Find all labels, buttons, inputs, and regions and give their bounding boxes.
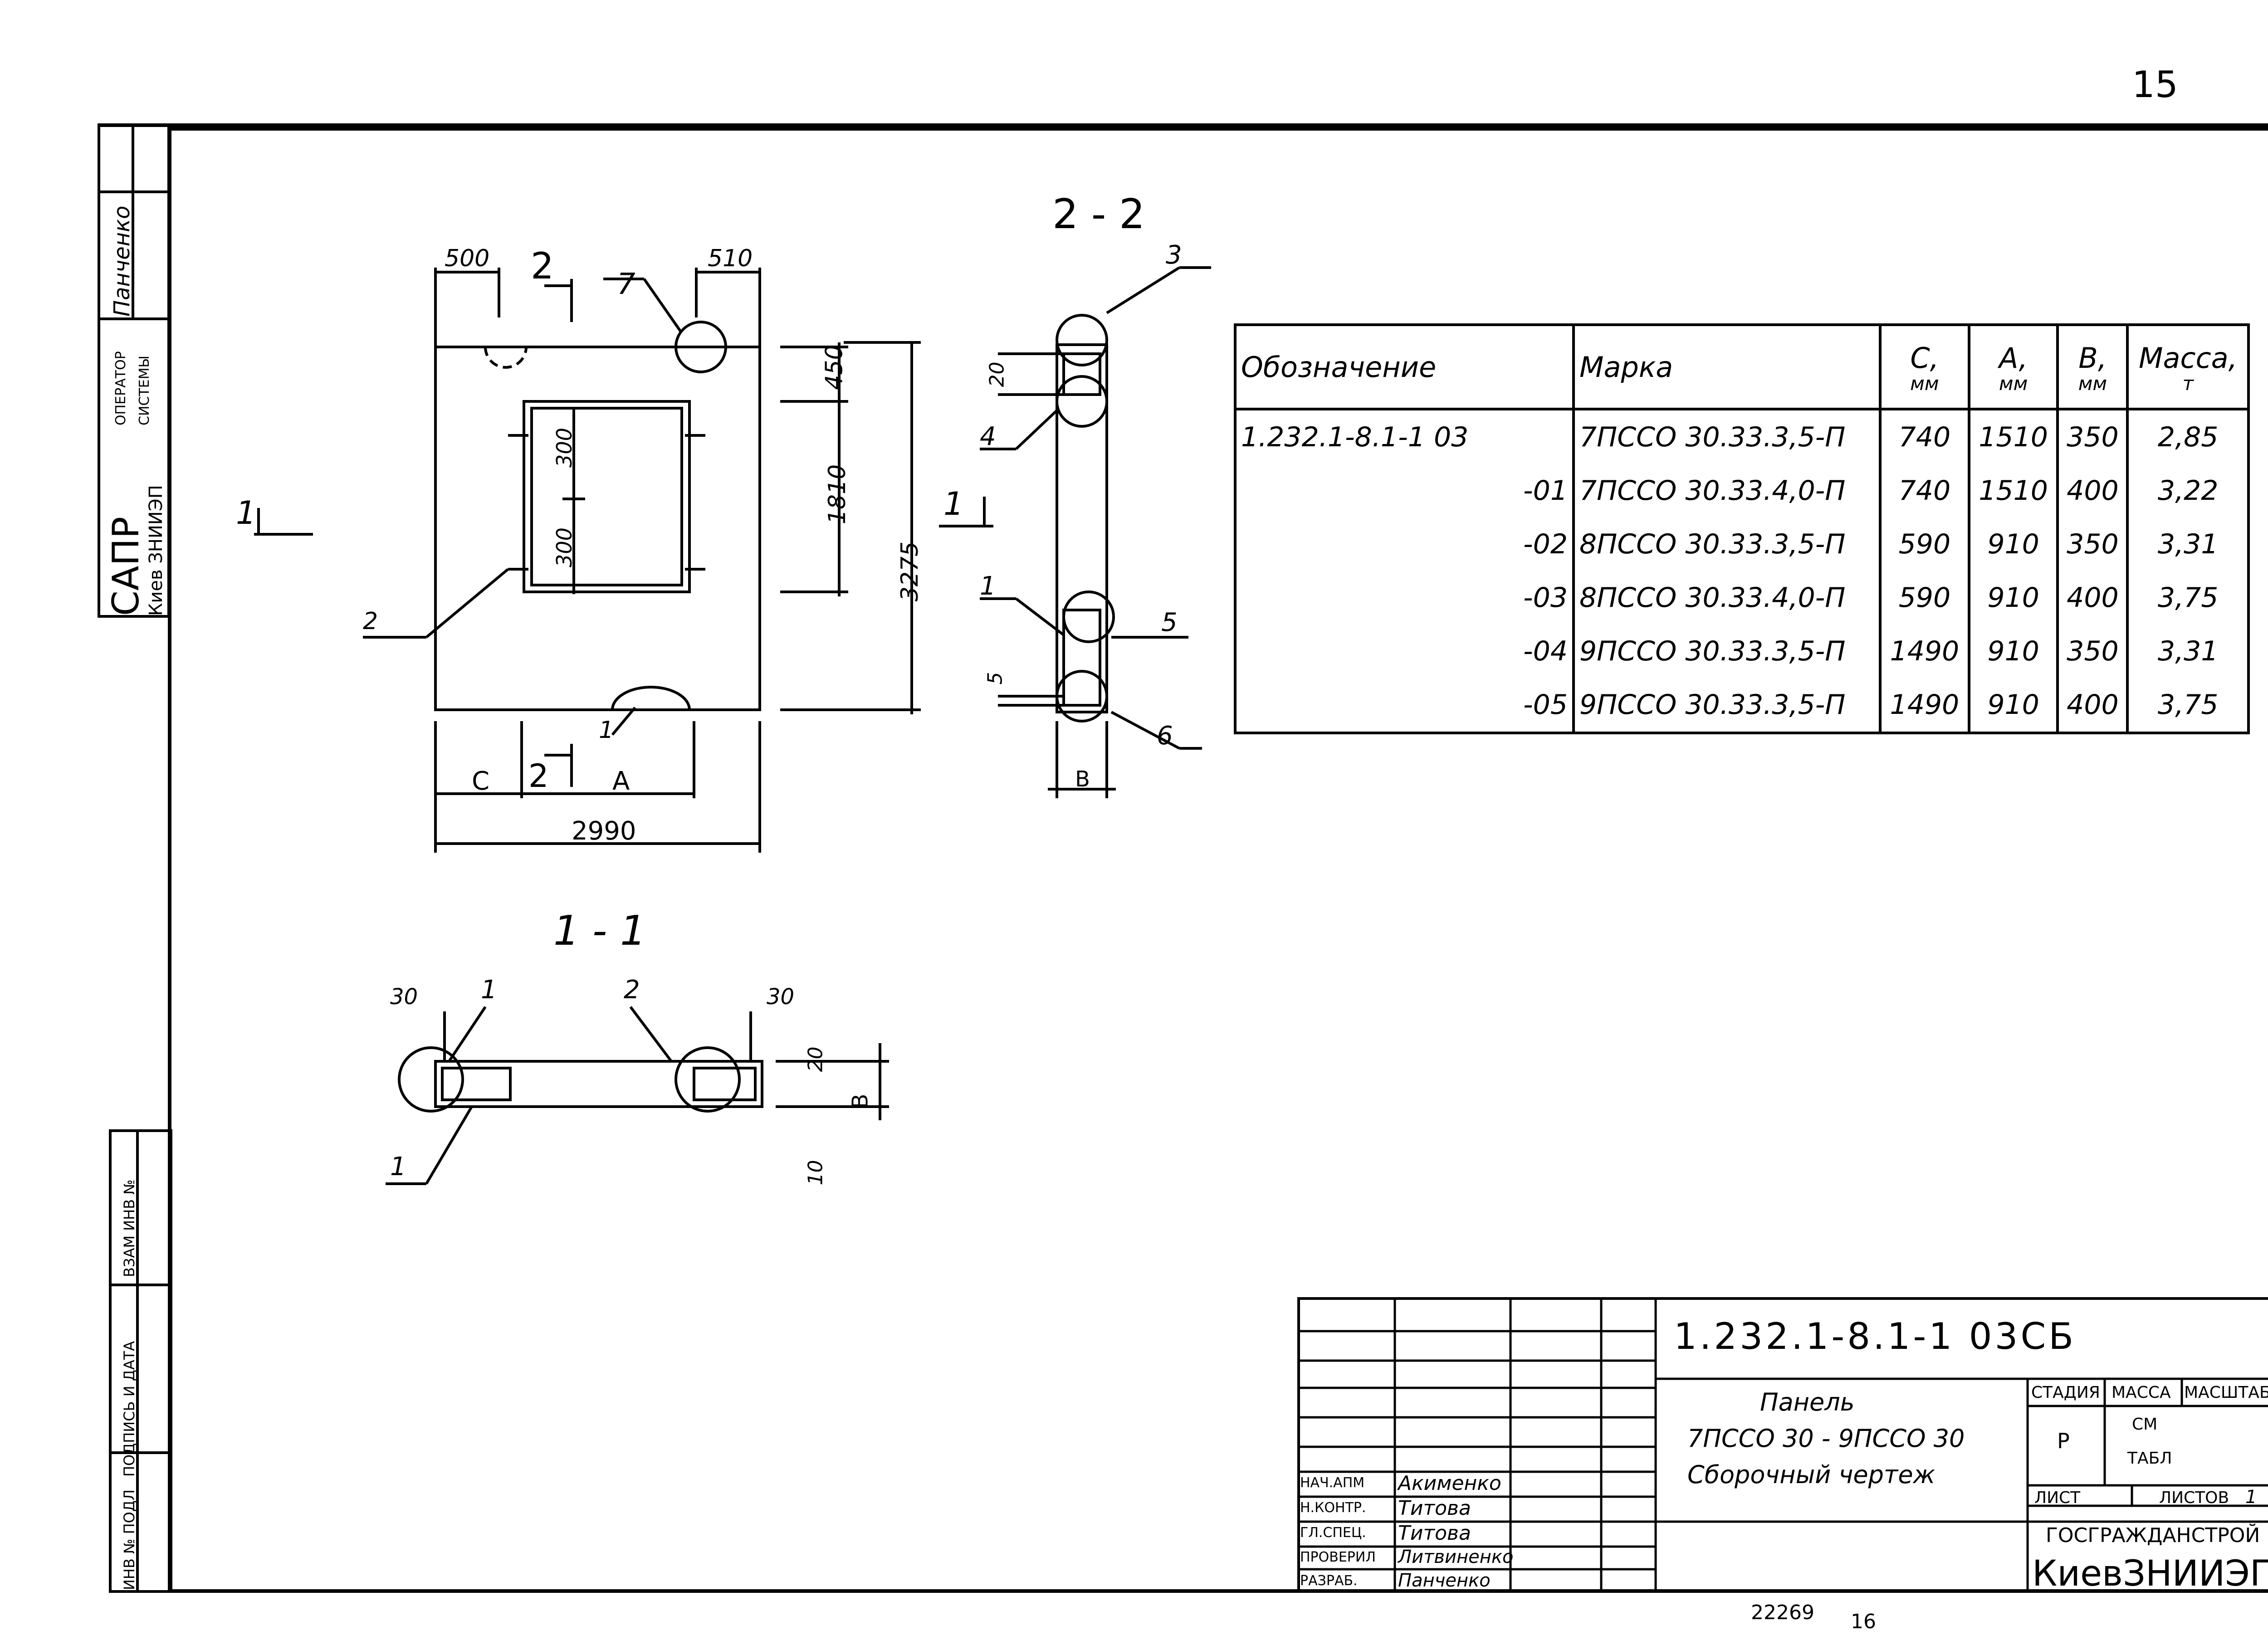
- massa-value-1: СМ: [2132, 1415, 2158, 1434]
- footer-sheet-code: 22269: [1751, 1601, 1814, 1624]
- left-strip-div-1: [109, 1284, 172, 1286]
- left-approval-strip: ВЗАМ ИНВ № ПОДПИСЬ И ДАТА ИНВ № ПОДЛ: [109, 1129, 172, 1593]
- s11-dim-30-left: 30: [390, 984, 418, 1010]
- role-nach-apm: НАЧ.АПМ: [1300, 1475, 1365, 1491]
- callout-2-plan: 2: [363, 608, 378, 635]
- callout-2-s11: 2: [624, 975, 640, 1005]
- massa-label: МАССА: [2112, 1383, 2171, 1402]
- window-opening-inner: [530, 407, 683, 586]
- spec-header-row: Обозначение Марка C,мм A,мм B,мм Масса,т: [1234, 323, 2250, 410]
- product-name-1: Панель: [1760, 1388, 1855, 1416]
- callout-circle-7: [675, 321, 727, 373]
- callout-1-s11-top: 1: [481, 975, 497, 1005]
- role-razrab: РАЗРАБ.: [1300, 1573, 1358, 1589]
- callout-1-s11-bottom: 1: [390, 1152, 406, 1181]
- callout-6: 6: [1157, 721, 1173, 751]
- cut-2-top: 2: [531, 245, 554, 287]
- specification-table: Обозначение Марка C,мм A,мм B,мм Масса,т…: [1234, 323, 2250, 734]
- title-block: [1297, 1297, 2268, 1593]
- callout-4: 4: [980, 422, 996, 451]
- drawing-frame: [168, 127, 2268, 1593]
- product-name-2: 7ПСCО 30 - 9ПСCО 30: [1687, 1424, 1965, 1453]
- callout-1-s22: 1: [980, 571, 996, 601]
- header-a: A,мм: [1967, 323, 2059, 410]
- header-marka: Марка: [1572, 323, 1882, 410]
- left-strip-div-2: [109, 1451, 172, 1454]
- name-panchenko: Панченко: [1398, 1570, 1491, 1591]
- callout-1-plan: 1: [599, 717, 614, 744]
- section-1-1-outline: [434, 1060, 763, 1108]
- section-2-2-title: 2 - 2: [1052, 190, 1145, 238]
- s11-dim-30-right: 30: [767, 984, 795, 1010]
- page-number: 15: [2132, 63, 2178, 106]
- cut-1-s22: 1: [943, 485, 964, 522]
- header-c: C,мм: [1879, 323, 1970, 410]
- section-1-1-title: 1 - 1: [553, 907, 646, 955]
- frame-top-line: [98, 123, 2268, 127]
- stamp-divider-2: [98, 317, 170, 320]
- org-line-1: ГОСГРАЖДАНСТРОЙ: [2046, 1524, 2260, 1547]
- dim-2990: 2990: [572, 816, 636, 846]
- massa-value-2: ТАБЛ: [2127, 1449, 2172, 1468]
- header-massa: Масса,т: [2126, 323, 2250, 410]
- name-litvinenko: Литвиненко: [1398, 1547, 1514, 1567]
- stamp-vdivider: [132, 123, 134, 317]
- loop-bottom: [611, 686, 691, 710]
- footer-sheet-num: 16: [1851, 1610, 1876, 1633]
- panel-outline: [434, 346, 761, 711]
- masshtab-label: МАСШТАБ: [2184, 1383, 2268, 1402]
- role-gl-spec: ГЛ.СПЕЦ.: [1300, 1525, 1366, 1541]
- header-b: B,мм: [2056, 323, 2129, 410]
- window-opening-outer: [523, 400, 691, 593]
- role-n-kontr: Н.КОНТР.: [1300, 1500, 1366, 1516]
- name-titova-2: Титова: [1398, 1522, 1471, 1545]
- listov-value: 1: [2245, 1487, 2257, 1508]
- stadia-label: СТАДИЯ: [2031, 1383, 2100, 1402]
- section-2-2-outline: [1056, 343, 1108, 713]
- dim-500: 500: [445, 245, 490, 272]
- label-a: A: [612, 766, 630, 796]
- org-line-2: КиевЗНИИЭП: [2032, 1553, 2268, 1594]
- lifting-loop-left: [484, 347, 528, 369]
- role-proveril: ПРОВЕРИЛ: [1300, 1549, 1376, 1565]
- header-oboznachenie: Обозначение: [1234, 323, 1575, 410]
- stadia-value: Р: [2057, 1429, 2070, 1453]
- drawing-code: 1.232.1-8.1-1 03СБ: [1674, 1315, 2077, 1357]
- product-name-3: Сборочный чертеж: [1687, 1460, 1936, 1489]
- callout-5: 5: [1161, 608, 1178, 637]
- s22-label-b: B: [1075, 766, 1090, 792]
- cut-2-bottom: 2: [528, 757, 549, 795]
- left-strip-vdiv: [136, 1129, 139, 1593]
- cut-1-left: 1: [236, 494, 256, 532]
- label-c: C: [472, 766, 490, 796]
- list-label: ЛИСТ: [2034, 1489, 2081, 1507]
- callout-3: 3: [1166, 240, 1182, 270]
- callout-7: 7: [617, 268, 635, 301]
- dim-510: 510: [708, 245, 753, 272]
- name-akimenko: Акименко: [1398, 1472, 1501, 1495]
- name-titova-1: Титова: [1398, 1497, 1471, 1520]
- listov-label: ЛИСТОВ: [2159, 1489, 2229, 1507]
